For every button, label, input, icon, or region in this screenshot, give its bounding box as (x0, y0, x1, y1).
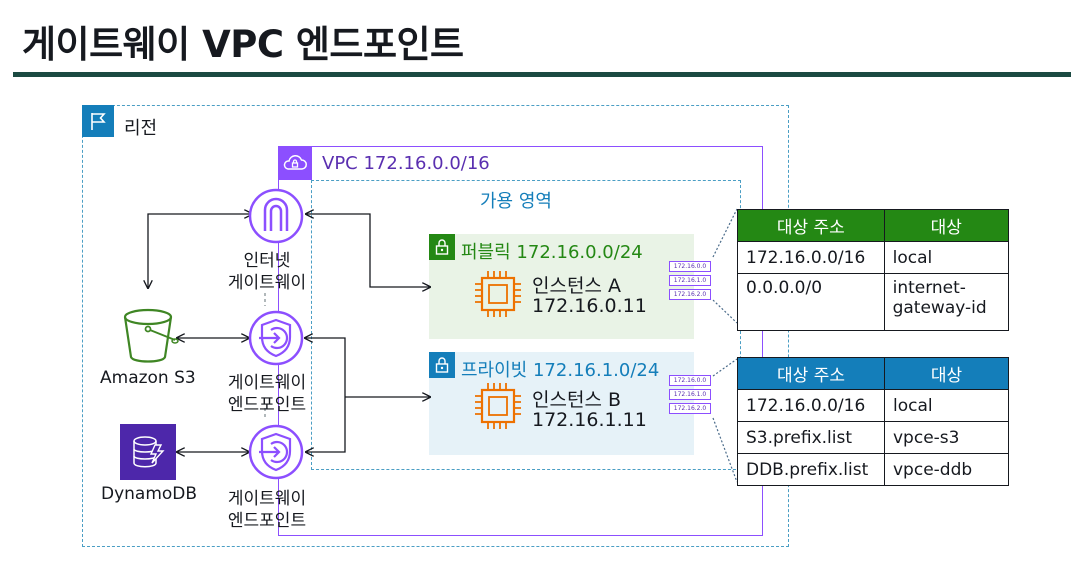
gateway-endpoint-dynamodb-label-line2: 엔드포인트 (227, 511, 307, 531)
table-header-row: 대상 주소 대상 (737, 209, 1010, 242)
instance-b-name: 인스턴스 B (532, 389, 621, 411)
table-row: 0.0.0.0/0 internet-gateway-id (737, 273, 1010, 331)
public-subnet-cidr: 172.16.0.0/24 (516, 242, 643, 263)
table-row: 172.16.0.0/16 local (737, 389, 1009, 422)
route-target: internet-gateway-id (883, 273, 1010, 331)
route-destination: 172.16.0.0/16 (737, 241, 885, 274)
region-label: 리전 (124, 118, 158, 139)
route-destination: DDB.prefix.list (737, 453, 885, 486)
region-flag-icon (82, 105, 114, 137)
table-row: S3.prefix.list vpce-s3 (737, 421, 1009, 454)
instance-a-name: 인스턴스 A (532, 275, 621, 297)
route-target: vpce-s3 (884, 421, 1009, 454)
vpc-cloud-icon (278, 146, 312, 180)
instance-a-ip: 172.16.0.11 (532, 295, 647, 317)
route-destination: S3.prefix.list (737, 421, 885, 454)
private-subnet-container (429, 352, 694, 455)
instance-a-chip-icon (475, 271, 521, 317)
public-subnet-name: 퍼블릭 (461, 242, 511, 263)
route-destination: 172.16.0.0/16 (737, 389, 885, 422)
dynamodb-icon (120, 424, 176, 480)
table-row: 172.16.0.0/16 local (737, 241, 1010, 274)
availability-zone-label: 가용 영역 (480, 191, 552, 212)
route-table-icon-row: 172.16.1.0 (669, 389, 711, 400)
instance-b-chip-icon (475, 383, 521, 429)
route-table-icon-row: 172.16.2.0 (669, 403, 711, 414)
gateway-endpoint-s3-label-line1: 게이트웨이 (227, 373, 307, 393)
private-subnet-name: 프라이빗 (461, 360, 528, 381)
public-subnet-container (429, 234, 694, 339)
s3-bucket-icon (123, 308, 179, 363)
private-subnet-label: 프라이빗 172.16.1.0/24 (461, 356, 659, 382)
gateway-endpoint-dynamodb-label-line1: 게이트웨이 (227, 489, 307, 509)
table-header-row: 대상 주소 대상 (737, 357, 1009, 390)
title-divider (13, 72, 1071, 77)
public-subnet-lock-icon (429, 234, 455, 260)
private-route-table: 대상 주소 대상 172.16.0.0/16 local S3.prefix.l… (737, 357, 1009, 486)
route-table-icon-row: 172.16.1.0 (669, 275, 711, 286)
route-table-icon-row: 172.16.0.0 (669, 261, 711, 272)
internet-gateway-label-line1: 인터넷 (243, 251, 291, 271)
vpc-label: VPC 172.16.0.0/16 (322, 153, 490, 174)
private-subnet-lock-icon (429, 352, 455, 378)
public-route-table: 대상 주소 대상 172.16.0.0/16 local 0.0.0.0/0 i… (737, 209, 1010, 331)
public-route-table-icon: 172.16.0.0 172.16.1.0 172.16.2.0 (669, 261, 711, 300)
table-row: DDB.prefix.list vpce-ddb (737, 453, 1009, 486)
instance-b-ip: 172.16.1.11 (532, 409, 647, 431)
route-destination: 0.0.0.0/0 (737, 273, 885, 331)
gateway-endpoint-dynamodb-icon (248, 424, 304, 480)
route-table-icon-row: 172.16.2.0 (669, 289, 711, 300)
public-subnet-label: 퍼블릭 172.16.0.0/24 (461, 238, 643, 264)
private-subnet-cidr: 172.16.1.0/24 (532, 360, 660, 381)
gateway-endpoint-s3-icon (248, 310, 304, 366)
column-header-target: 대상 (884, 357, 1009, 390)
gateway-endpoint-s3-label-line2: 엔드포인트 (227, 395, 307, 415)
route-target: local (884, 389, 1009, 422)
internet-gateway-icon (248, 188, 304, 244)
dynamodb-label: DynamoDB (101, 484, 198, 504)
private-route-table-icon: 172.16.0.0 172.16.1.0 172.16.2.0 (669, 375, 711, 414)
s3-label: Amazon S3 (100, 368, 196, 388)
column-header-destination: 대상 주소 (737, 357, 885, 390)
route-target: vpce-ddb (884, 453, 1009, 486)
route-table-icon-row: 172.16.0.0 (669, 375, 711, 386)
page-title: 게이트웨이 VPC 엔드포인트 (22, 23, 464, 66)
route-target: local (883, 241, 1010, 274)
column-header-target: 대상 (883, 209, 1010, 242)
internet-gateway-label-line2: 게이트웨이 (227, 273, 307, 293)
column-header-destination: 대상 주소 (737, 209, 885, 242)
